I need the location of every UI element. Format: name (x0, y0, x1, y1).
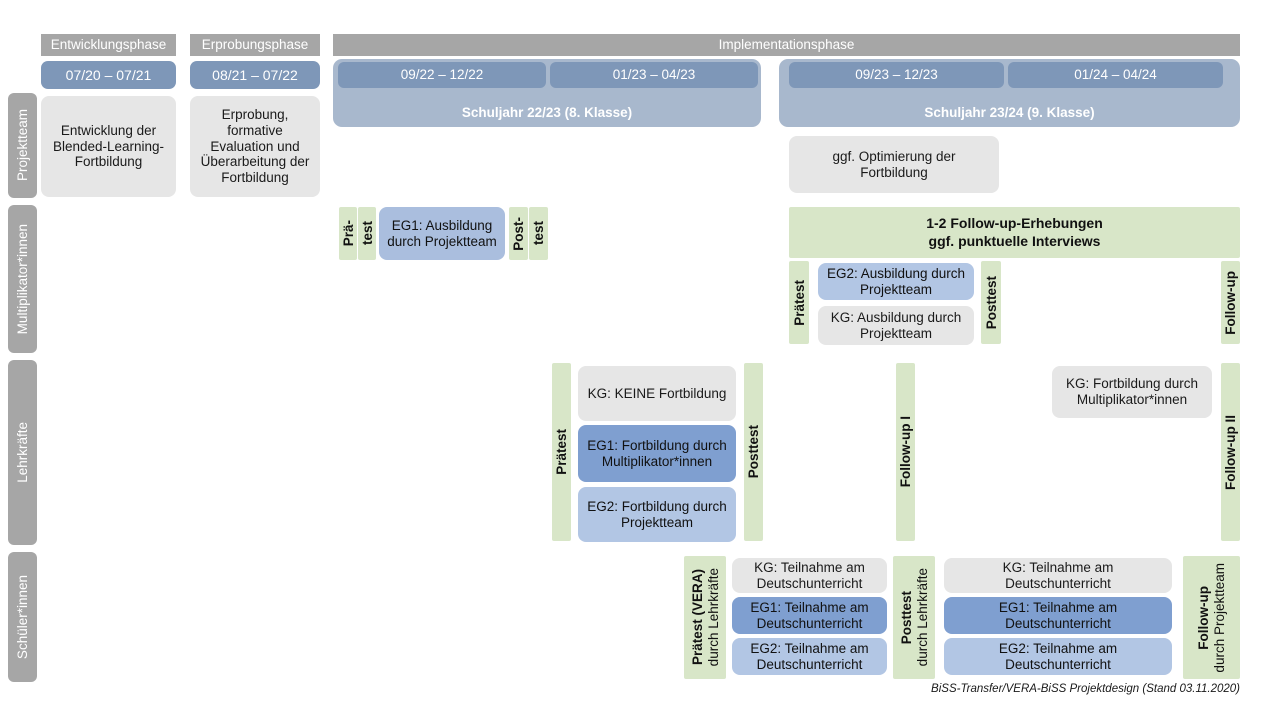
green-bar-label-normal: durch Lehrkräfte (914, 568, 930, 667)
green-bar-label: Follow-up II (1223, 414, 1238, 490)
box-label: EG1: Fortbildung durch Multiplikator*inn… (587, 437, 727, 469)
phase-header-label: Entwicklungsphase (50, 37, 167, 53)
multiplikator-followup-bar: Follow-up (1221, 261, 1240, 344)
schueler-eg2-box-1: EG2: Teilnahme am Deutschunterricht (732, 638, 887, 675)
phase-header-label: Erprobungsphase (201, 37, 309, 53)
box-label: EG2: Fortbildung durch Projektteam (587, 498, 727, 530)
date-chip-label: 01/24 – 04/24 (1074, 67, 1157, 83)
box-label: EG2: Ausbildung durch Projektteam (826, 265, 966, 297)
multiplikator-kg-box: KG: Ausbildung durch Projektteam (818, 306, 974, 345)
lehrkraefte-kg-fortbildung-box: KG: Fortbildung durch Multiplikator*inne… (1052, 366, 1212, 418)
schueler-eg1-box-2: EG1: Teilnahme am Deutschunterricht (944, 597, 1172, 634)
multiplikator-posttest-bar-part1: Post- (509, 207, 528, 260)
date-chip-0124-0424: 01/24 – 04/24 (1008, 62, 1223, 88)
schuljahr-2324-label: Schuljahr 23/24 (9. Klasse) (924, 105, 1095, 120)
multiplikator-praetest2-bar: Prätest (789, 261, 809, 344)
date-chip-0923-1223: 09/23 – 12/23 (789, 62, 1004, 88)
box-label: EG1: Teilnahme am Deutschunterricht (998, 599, 1118, 631)
box-label: EG2: Teilnahme am Deutschunterricht (998, 640, 1118, 672)
green-bar-label-bold: Follow-up (1196, 585, 1211, 650)
row-label-lehrkraefte: Lehrkräfte (8, 360, 37, 545)
date-chip-erprobungsphase: 08/21 – 07/22 (190, 61, 320, 89)
phase-header-label: Implementationsphase (718, 37, 855, 53)
box-label: EG2: Teilnahme am Deutschunterricht (750, 640, 869, 672)
green-bar-label: Prätest (791, 279, 807, 326)
green-bar-label: Follow-up (1223, 270, 1238, 335)
lehrkraefte-eg1-box: EG1: Fortbildung durch Multiplikator*inn… (578, 425, 736, 482)
box-label: KG: Fortbildung durch Multiplikator*inne… (1065, 376, 1199, 407)
multiplikator-eg2-box: EG2: Ausbildung durch Projektteam (818, 263, 974, 300)
projektteam-entwicklung-box: Entwicklung der Blended-Learning-Fortbil… (41, 96, 176, 197)
row-label-projektteam: Projektteam (8, 93, 37, 198)
date-chip-0922-1222: 09/22 – 12/22 (338, 62, 546, 88)
date-chip-label: 08/21 – 07/22 (212, 66, 298, 83)
row-label-text: Schüler*innen (15, 574, 30, 660)
date-chip-label: 01/23 – 04/23 (612, 67, 696, 83)
lehrkraefte-kg-keine-box: KG: KEINE Fortbildung (578, 366, 736, 421)
row-label-text: Projektteam (15, 109, 30, 182)
schueler-kg-box-2: KG: Teilnahme am Deutschunterricht (944, 558, 1172, 593)
date-chip-entwicklungsphase: 07/20 – 07/21 (41, 61, 176, 89)
date-chip-label: 09/23 – 12/23 (855, 67, 938, 83)
multiplikator-praetest-bar-part1: Prä- (339, 207, 357, 260)
box-label: KG: KEINE Fortbildung (587, 385, 727, 401)
followup-band-line2: ggf. punktuelle Interviews (928, 232, 1101, 249)
green-bar-label: Prä- (340, 220, 356, 247)
box-label: Entwicklung der Blended-Learning-Fortbil… (52, 122, 165, 170)
projektteam-erprobung-box: Erprobung, formative Evaluation und Über… (190, 96, 320, 197)
phase-header-implementationsphase: Implementationsphase (333, 34, 1240, 56)
date-chip-0123-0423: 01/23 – 04/23 (550, 62, 758, 88)
green-bar-label: Posttest (746, 425, 761, 479)
schuljahr-2223-label: Schuljahr 22/23 (8. Klasse) (461, 105, 633, 120)
green-bar-label: test (359, 221, 375, 246)
schueler-followup-bar: Follow-up durch Projektteam (1183, 556, 1240, 679)
lehrkraefte-followup-2-bar: Follow-up II (1221, 363, 1240, 541)
lehrkraefte-followup-1-bar: Follow-up I (896, 363, 915, 541)
green-bar-label-bold: Prätest (VERA) (689, 569, 705, 666)
row-label-text: Multiplikator*innen (15, 223, 30, 335)
followup-band-line1: 1-2 Follow-up-Erhebungen (926, 215, 1103, 231)
green-bar-label: Follow-up I (898, 416, 913, 488)
phase-header-entwicklungsphase: Entwicklungsphase (41, 34, 176, 56)
phase-header-erprobungsphase: Erprobungsphase (190, 34, 320, 56)
green-bar-label-normal: durch Lehrkräfte (705, 568, 721, 667)
projektteam-optimierung-box: ggf. Optimierung der Fortbildung (789, 136, 999, 193)
lehrkraefte-posttest-bar: Posttest (744, 363, 763, 541)
schueler-eg2-box-2: EG2: Teilnahme am Deutschunterricht (944, 638, 1172, 675)
schueler-praetest-vera-bar: Prätest (VERA) durch Lehrkräfte (684, 556, 726, 679)
green-bar-label: test (531, 221, 546, 246)
box-label: KG: Teilnahme am Deutschunterricht (1002, 559, 1114, 591)
row-label-schueler: Schüler*innen (8, 552, 37, 682)
row-label-text: Lehrkräfte (15, 422, 30, 483)
box-label: KG: Teilnahme am Deutschunterricht (754, 559, 865, 591)
box-label: Erprobung, formative Evaluation und Über… (200, 106, 310, 186)
multiplikator-eg1-box: EG1: Ausbildung durch Projektteam (379, 207, 505, 260)
schueler-kg-box-1: KG: Teilnahme am Deutschunterricht (732, 558, 887, 593)
green-bar-label-bold: Posttest (898, 590, 914, 645)
multiplikator-posttest2-bar: Posttest (981, 261, 1001, 344)
schueler-posttest-bar: Posttest durch Lehrkräfte (893, 556, 935, 679)
box-label: EG1: Teilnahme am Deutschunterricht (750, 599, 869, 631)
multiplikator-praetest-bar-part2: test (358, 207, 376, 260)
schueler-eg1-box-1: EG1: Teilnahme am Deutschunterricht (732, 597, 887, 634)
footer-caption: BiSS-Transfer/VERA-BiSS Projektdesign (S… (931, 683, 1240, 695)
date-chip-label: 07/20 – 07/21 (65, 66, 152, 83)
multiplikator-posttest-bar-part2: test (529, 207, 548, 260)
green-bar-label: Post- (511, 216, 526, 251)
row-label-multiplikator: Multiplikator*innen (8, 205, 37, 353)
date-chip-label: 09/22 – 12/22 (400, 67, 484, 83)
lehrkraefte-praetest-bar: Prätest (552, 363, 571, 541)
box-label: EG1: Ausbildung durch Projektteam (387, 217, 497, 249)
box-label: KG: Ausbildung durch Projektteam (830, 309, 962, 341)
multiplikator-followup-band: 1-2 Follow-up-Erhebungen ggf. punktuelle… (789, 207, 1240, 258)
green-bar-label-normal: durch Projektteam (1212, 562, 1227, 673)
box-label: ggf. Optimierung der Fortbildung (832, 148, 956, 180)
lehrkraefte-eg2-box: EG2: Fortbildung durch Projektteam (578, 487, 736, 542)
green-bar-label: Prätest (554, 429, 569, 475)
green-bar-label: Posttest (983, 275, 999, 330)
